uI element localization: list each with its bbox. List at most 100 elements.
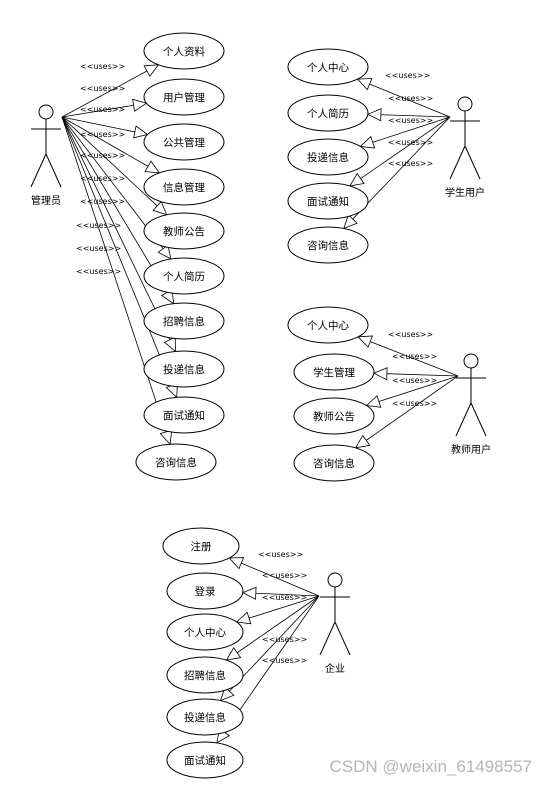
use-case-label: 投递信息 [307,151,349,164]
use-case: 咨询信息 [293,444,375,482]
arrowhead [228,557,245,570]
actor-label: 学生用户 [445,186,485,199]
use-case: 个人中心 [166,613,244,651]
arrowhead [143,64,160,78]
use-case: 教师公告 [143,212,225,250]
uses-stereotype-label: <<uses>> [388,330,433,339]
use-case-ellipse [135,443,217,481]
use-case-label: 用户管理 [163,91,205,104]
arrowhead [159,429,173,446]
association-line [61,104,134,118]
use-case-ellipse [287,306,369,344]
use-case: 个人资料 [143,32,225,70]
uses-stereotype-label: <<uses>> [388,94,433,103]
use-case: 面试通知 [166,741,244,779]
use-case-ellipse [143,396,225,434]
use-case-ellipse [293,353,375,391]
uses-stereotype-label: <<uses>> [80,197,125,206]
use-case-label: 登录 [195,585,216,598]
actor-label: 教师用户 [451,443,491,456]
use-case: 面试通知 [143,396,225,434]
uses-stereotype-label: <<uses>> [76,267,121,276]
use-case-label: 注册 [191,540,212,553]
uses-stereotype-label: <<uses>> [392,399,437,408]
actor-right-leg [470,402,487,437]
use-case-label: 咨询信息 [313,457,355,470]
uses-stereotype-label: <<uses>> [76,221,121,230]
arrowhead [133,125,149,139]
association-line [61,116,167,432]
actor-head [38,104,54,120]
actor-right-leg [45,153,62,188]
use-case: 注册 [162,527,240,565]
use-case-label: 招聘信息 [163,315,205,328]
actor-3: 企业 [319,572,351,675]
association-line [61,116,158,207]
use-case-ellipse [287,94,369,132]
associations-layer [61,64,459,744]
use-case-label: 投递信息 [184,711,226,724]
uses-stereotype-label: <<uses>> [262,571,307,580]
arrowhead [359,135,376,149]
uses-stereotype-label: <<uses>> [262,593,307,602]
use-case: 公共管理 [143,123,225,161]
use-case-label: 个人中心 [184,626,226,639]
use-case: 招聘信息 [166,656,244,694]
use-case: 个人中心 [287,306,369,344]
arrowhead [365,395,382,408]
uses-stereotype-label: <<uses>> [258,550,303,559]
actor-head [457,96,473,112]
use-case-label: 面试通知 [184,754,226,767]
use-case: 信息管理 [143,168,225,206]
association-line [236,595,320,654]
use-case-label: 教师公告 [313,410,355,423]
association-line [369,83,451,118]
use-case-ellipse [166,613,244,651]
arrowhead [343,214,358,230]
uses-stereotype-label: <<uses>> [262,656,307,665]
arrowhead [349,172,365,187]
arrowhead [356,78,373,91]
watermark: CSDN @weixin_61498557 [329,757,532,776]
uses-stereotype-label: <<uses>> [392,376,437,385]
use-case-ellipse [166,656,244,694]
uses-stereotype-label: <<uses>> [392,352,437,361]
actor-head [327,572,343,588]
use-case: 登录 [166,572,244,610]
arrowhead [157,244,172,260]
arrowhead [163,336,176,353]
actor-left-leg [449,145,466,180]
use-case: 咨询信息 [287,226,369,264]
use-case: 学生管理 [293,353,375,391]
uses-stereotype-label: <<uses>> [388,159,433,168]
actor-right-leg [334,621,351,656]
uses-stereotype-label: <<uses>> [80,105,125,114]
use-case: 个人简历 [143,257,225,295]
use-case-ellipse [143,302,225,340]
use-case-label: 面试通知 [307,195,349,208]
use-case-ellipse [143,32,225,70]
association-line [360,116,451,179]
uses-stereotype-label: <<uses>> [80,130,125,139]
actor-1: 学生用户 [445,96,485,199]
use-case-label: 咨询信息 [307,239,349,252]
actor-0: 管理员 [30,104,62,207]
arrowhead [144,160,161,174]
use-case-label: 公共管理 [163,136,205,149]
use-case-label: 面试通知 [163,409,205,422]
arrowhead [219,686,235,702]
use-case-ellipse [143,168,225,206]
use-case: 个人中心 [287,48,369,86]
use-case-label: 教师公告 [163,225,205,238]
arrowhead [357,335,374,348]
arrowhead [152,200,168,216]
use-case-ellipse [166,698,244,736]
association-line [352,116,451,220]
actor-right-leg [464,145,481,180]
use-case-ellipse [287,48,369,86]
association-line [378,375,459,402]
uses-stereotype-label: <<uses>> [385,71,430,80]
association-line [229,595,320,692]
association-line [61,116,173,386]
association-line [61,116,149,167]
